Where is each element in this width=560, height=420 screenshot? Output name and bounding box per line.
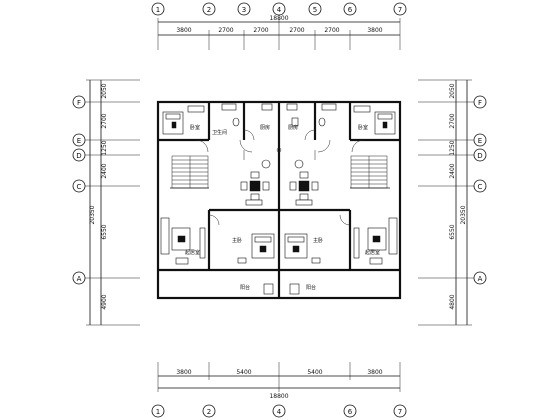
room-master-right: 主卧 xyxy=(313,237,323,244)
axis-top-6: 6 xyxy=(348,6,353,14)
bottom-total-dim: 18800 xyxy=(269,393,288,400)
top-axis-bubbles: 1 2 3 4 5 6 7 xyxy=(151,2,407,16)
left-seg-2: 2700 xyxy=(101,113,108,128)
living-left-furniture: 起居室 xyxy=(160,217,206,265)
left-seg-6: 4900 xyxy=(101,294,108,309)
bath-left-fixtures: 卫生间 厨房 xyxy=(212,103,273,136)
entry-markers xyxy=(243,147,316,160)
left-seg-1: 2050 xyxy=(101,83,108,98)
axis-top-4: 4 xyxy=(277,6,282,14)
bottom-seg-4: 3800 xyxy=(367,369,382,376)
room-bath-left: 卫生间 xyxy=(212,129,227,136)
right-total-dim: 20350 xyxy=(460,205,467,224)
room-bedroom-tr: 卧室 xyxy=(358,124,368,131)
axis-right-D: D xyxy=(477,152,482,160)
top-seg-6: 3800 xyxy=(367,27,382,34)
living-right-furniture: 起居室 xyxy=(353,217,398,265)
room-balcony-right: 阳台 xyxy=(306,284,316,291)
top-total-dim: 18800 xyxy=(269,15,288,22)
axis-top-1: 1 xyxy=(156,6,160,14)
axis-left-C: C xyxy=(77,183,82,191)
right-axis-bubbles: F E D C A xyxy=(460,95,487,285)
bottom-seg-1: 3800 xyxy=(176,369,191,376)
right-seg-4: 2400 xyxy=(449,163,456,178)
right-seg-5: 6550 xyxy=(449,224,456,239)
room-balcony-left: 阳台 xyxy=(240,284,250,291)
balcony-left: 阳台 xyxy=(240,283,274,295)
bottom-axis-bubbles: 1 2 4 6 7 xyxy=(151,404,407,418)
room-kitchen-left: 厨房 xyxy=(260,124,270,131)
bottom-seg-3: 5400 xyxy=(307,369,322,376)
right-stair xyxy=(350,155,388,189)
bedroom-tl-furniture: 卧室 xyxy=(162,105,205,135)
room-living-left: 起居室 xyxy=(185,249,200,256)
dining-left xyxy=(240,159,271,206)
bottom-dimensions: 3800 5400 5400 3800 18800 xyxy=(157,362,401,400)
top-dimensions: 18800 3800 2700 2700 2700 2700 3800 xyxy=(157,15,401,50)
axis-bottom-1: 1 xyxy=(156,408,160,416)
top-seg-5: 2700 xyxy=(324,27,339,34)
axis-bottom-4: 4 xyxy=(277,408,282,416)
axis-top-7: 7 xyxy=(398,6,402,14)
bath-right-fixtures: 厨房 xyxy=(286,103,337,131)
master-right-furniture: 主卧 xyxy=(284,233,323,264)
axis-right-C: C xyxy=(478,183,483,191)
left-dimensions: 20350 2050 2700 1250 2400 6550 4900 xyxy=(86,79,140,326)
left-seg-5: 6550 xyxy=(101,224,108,239)
left-stair xyxy=(171,155,209,189)
left-seg-3: 1250 xyxy=(101,140,108,155)
room-master-left: 主卧 xyxy=(232,237,242,244)
top-seg-2: 2700 xyxy=(218,27,233,34)
right-seg-6: 4800 xyxy=(449,294,456,309)
right-seg-2: 2700 xyxy=(449,113,456,128)
room-kitchen-right: 厨房 xyxy=(288,124,298,131)
axis-left-D: D xyxy=(76,152,81,160)
axis-bottom-6: 6 xyxy=(348,408,353,416)
axis-bottom-7: 7 xyxy=(398,408,402,416)
left-total-dim: 20350 xyxy=(89,205,96,224)
axis-top-2: 2 xyxy=(207,6,211,14)
bedroom-tr-furniture: 卧室 xyxy=(353,105,396,135)
left-seg-4: 2400 xyxy=(101,163,108,178)
right-seg-3: 1250 xyxy=(449,140,456,155)
master-left-furniture: 主卧 xyxy=(232,233,275,264)
balcony-right: 阳台 xyxy=(289,283,316,295)
axis-right-F: F xyxy=(478,99,482,107)
dining-right xyxy=(289,159,319,206)
room-living-right: 起居室 xyxy=(365,249,380,256)
top-seg-3: 2700 xyxy=(253,27,268,34)
axis-top-3: 3 xyxy=(242,6,246,14)
left-axis-bubbles: F E D C A xyxy=(72,95,97,285)
axis-left-E: E xyxy=(77,137,81,145)
axis-left-A: A xyxy=(77,275,82,283)
axis-right-E: E xyxy=(478,137,482,145)
axis-left-F: F xyxy=(77,99,81,107)
axis-top-5: 5 xyxy=(313,6,317,14)
top-seg-4: 2700 xyxy=(289,27,304,34)
axis-right-A: A xyxy=(478,275,483,283)
axis-bottom-2: 2 xyxy=(207,408,211,416)
bottom-seg-2: 5400 xyxy=(236,369,251,376)
right-dimensions: 2050 2700 1250 2400 6550 4800 20350 xyxy=(418,79,472,326)
room-bedroom-tl: 卧室 xyxy=(190,124,200,131)
top-seg-1: 3800 xyxy=(176,27,191,34)
building-walls xyxy=(156,100,402,300)
right-seg-1: 2050 xyxy=(449,83,456,98)
door-swings xyxy=(195,129,365,226)
